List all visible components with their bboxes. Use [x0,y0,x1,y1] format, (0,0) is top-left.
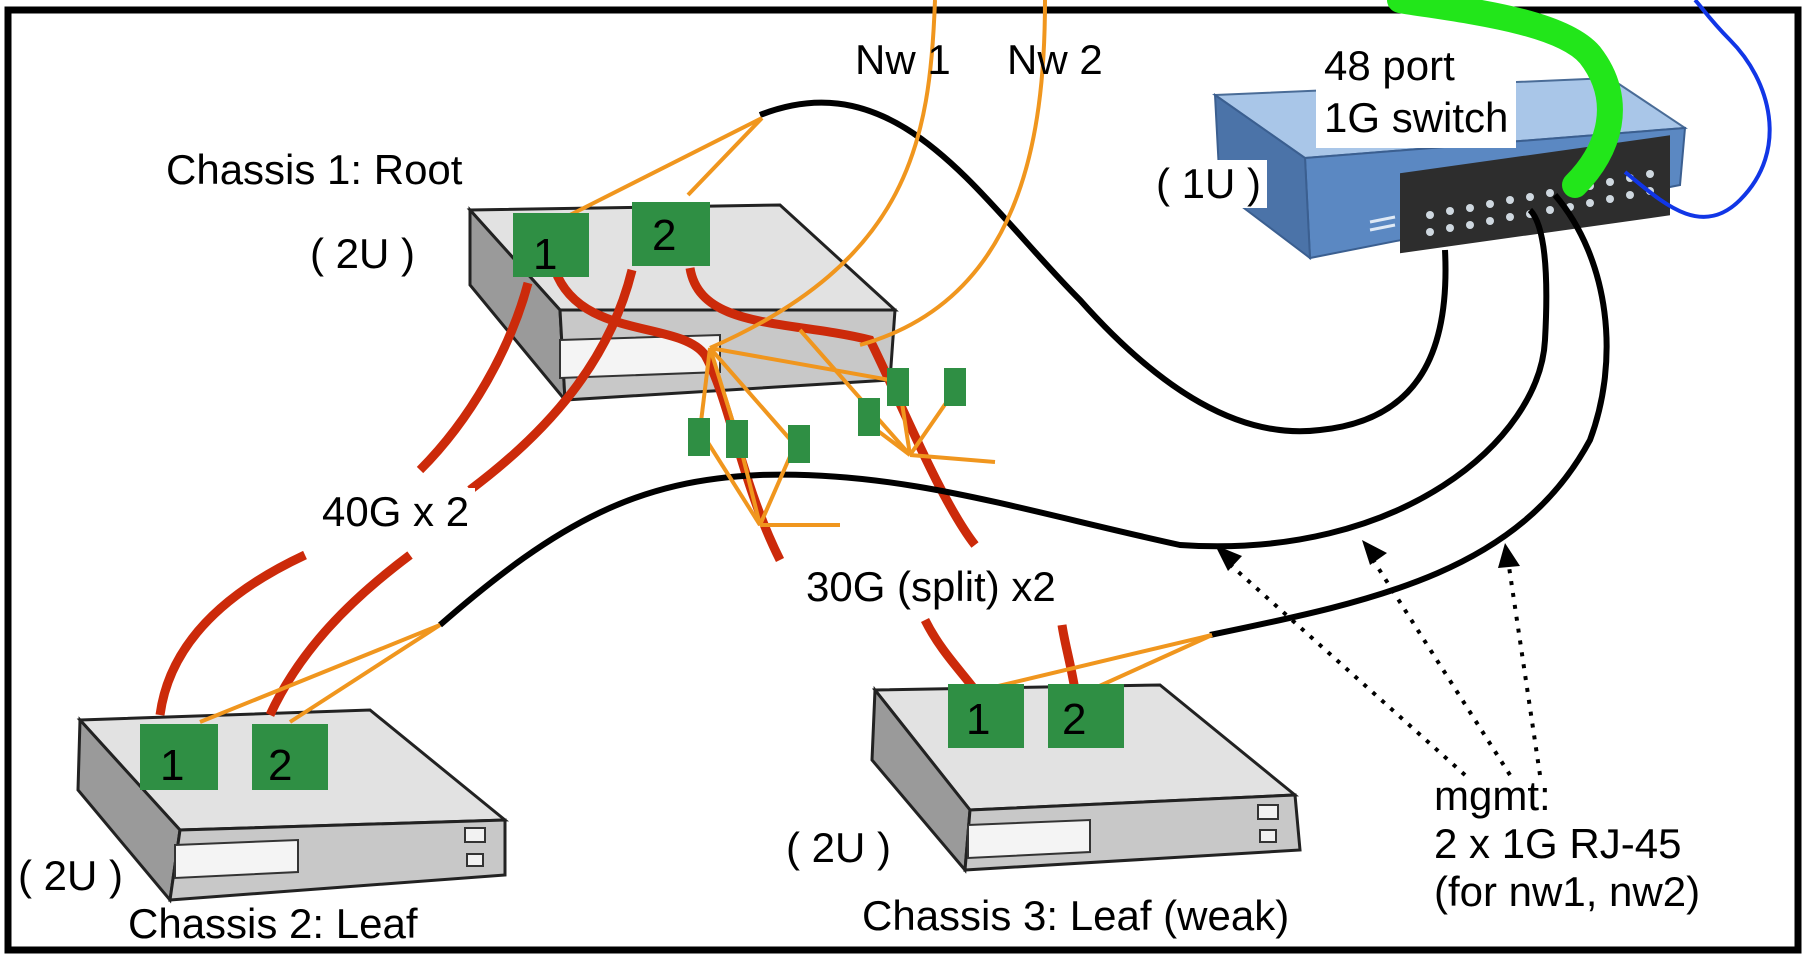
uplink-label: 40G x 2 [316,488,476,536]
chassis2-port1[interactable]: 1 [140,724,218,790]
switch-label: 48 port 1G switch [1316,36,1517,148]
blue-cable [1623,0,1772,219]
chassis2-port2[interactable]: 2 [252,724,328,790]
green-cable [1387,0,1623,198]
chassis2-title: Chassis 2: Leaf [128,900,418,947]
switch-label-line2: 1G switch [1324,94,1509,141]
frame-border [4,6,1802,954]
mgmt-note-line1: mgmt: [1434,772,1551,819]
mgmt-note: mgmt: 2 x 1G RJ-45 (for nw1, nw2) [1434,772,1700,916]
chassis1-port1[interactable]: 1 [513,213,589,277]
chassis2-size: ( 2U ) [18,852,123,899]
chassis3-size: ( 2U ) [786,824,891,871]
mgmt-arrowheads [1215,540,1520,571]
switch-vent [1369,215,1396,224]
mgmt-note-line2: 2 x 1G RJ-45 [1434,820,1682,867]
nw2-label: Nw 2 [1007,36,1103,83]
mgmt-arrows [1223,553,1542,777]
black-cables [438,99,1610,638]
chassis2-port1-label: 1 [160,741,185,790]
chassis1-port2[interactable]: 2 [632,202,710,266]
chassis3-port1[interactable]: 1 [948,684,1024,748]
orange-fibers [199,0,1213,724]
chassis1-port2-label: 2 [652,211,677,260]
chassis3-title: Chassis 3: Leaf (weak) [862,892,1290,939]
split-label: 30G (split) x2 [800,563,1062,611]
mgmt-note-line3: (for nw1, nw2) [1434,868,1701,915]
chassis3-port2-label: 2 [1062,695,1087,744]
chassis1-size: ( 2U ) [310,230,415,277]
chassis1-title: Chassis 1: Root [166,146,463,193]
chassis1-port1-label: 1 [533,230,558,279]
chassis2-port2-label: 2 [268,741,293,790]
switch-label-line1: 48 port [1324,42,1455,89]
nw1-label: Nw 1 [855,36,951,83]
switch-size-label: ( 1U ) [1150,160,1267,208]
chassis3-port1-label: 1 [966,695,991,744]
chassis3-port2[interactable]: 2 [1048,684,1124,748]
transceivers [688,368,966,463]
